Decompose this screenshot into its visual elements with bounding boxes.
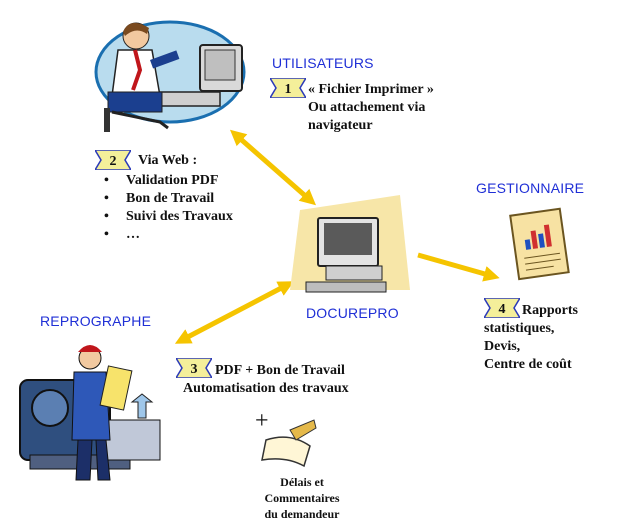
step-4-line-3: Devis,	[484, 339, 521, 354]
step-3-line-1: PDF + Bon de Travail	[215, 363, 345, 378]
step-2-item: …	[96, 226, 233, 244]
step-1-line-1: « Fichier Imprimer »	[308, 82, 434, 97]
arrow-center-repro	[174, 281, 295, 344]
label-reprographe: REPROGRAPHE	[40, 313, 152, 329]
step-4-line-2: statistiques,	[484, 321, 555, 336]
step-4-line-4: Centre de coût	[484, 357, 572, 372]
arrow-center-manager	[417, 252, 500, 282]
step-2-item: Validation PDF	[96, 172, 233, 190]
step-4-text: statistiques, Devis, Centre de coût	[484, 320, 572, 374]
step-1-text: « Fichier Imprimer » Ou attachement via …	[308, 81, 434, 135]
step-4-badge: 4	[484, 298, 520, 318]
reprographer-illustration	[19, 345, 161, 481]
user-computer-illustration	[94, 20, 246, 132]
step-3-text: PDF + Bon de Travail Automatisation des …	[183, 362, 349, 398]
step-1-badge: 1	[270, 78, 306, 98]
label-docurepro: DOCUREPRO	[306, 305, 399, 321]
step-4-line-1: Rapports	[522, 303, 579, 318]
plus-sign: +	[255, 408, 269, 434]
note-text: Délais et Commentaires du demandeur	[242, 474, 362, 522]
step-2-badge: 2	[95, 150, 131, 170]
note-line-1: Délais et Commentaires	[264, 475, 340, 505]
arrow-users-center	[229, 129, 317, 206]
report-document-illustration	[509, 207, 570, 281]
note-quill-illustration	[261, 419, 317, 468]
step-2-item: Suivi des Travaux	[96, 208, 233, 226]
step-2-number: 2	[110, 154, 117, 169]
step-1-number: 1	[285, 82, 292, 97]
label-utilisateurs: UTILISATEURS	[272, 55, 374, 71]
step-1-line-3: navigateur	[308, 118, 373, 133]
step-1-line-2: Ou attachement via	[308, 100, 426, 115]
step-3-number: 3	[191, 362, 198, 377]
step-3-line-2: Automatisation des travaux	[183, 381, 349, 396]
step-4-number: 4	[499, 302, 506, 317]
note-line-2: du demandeur	[264, 507, 340, 521]
step-2-title: Via Web :	[138, 153, 198, 168]
docurepro-computer-illustration	[290, 195, 410, 293]
step-2-list: Validation PDF Bon de Travail Suivi des …	[96, 172, 233, 244]
step-3-badge: 3	[176, 358, 212, 378]
label-gestionnaire: GESTIONNAIRE	[476, 180, 585, 196]
step-2-item: Bon de Travail	[96, 190, 233, 208]
